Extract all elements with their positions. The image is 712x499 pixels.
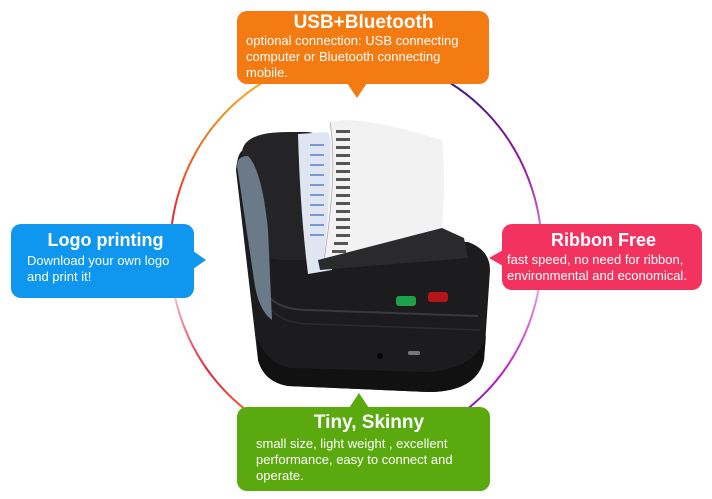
callout-pointer [349, 393, 369, 408]
callout-title: Ribbon Free [550, 230, 656, 250]
callout-body: small size, light weight , excellent per… [256, 436, 453, 483]
callout-title: Tiny, Skinny [313, 412, 425, 433]
callout-title: Logo printing [47, 230, 164, 250]
callout-body: fast speed, no need for ribbon, environm… [507, 252, 687, 283]
printer-icon [236, 120, 490, 392]
callout-body: optional connection: USB connecting comp… [246, 33, 459, 80]
callout-body: Download your own logo and print it! [27, 253, 170, 284]
led-red [428, 292, 448, 302]
led-green [396, 296, 416, 306]
callout-tiny-skinny: Tiny, Skinny small size, light weight , … [237, 393, 490, 491]
callout-pointer [193, 251, 206, 269]
callout-ribbon-free: Ribbon Free fast speed, no need for ribb… [489, 224, 702, 290]
callout-usb-bluetooth: USB+Bluetooth optional connection: USB c… [237, 11, 489, 98]
callout-pointer [347, 83, 367, 98]
callout-title: USB+Bluetooth [293, 12, 434, 33]
callout-pointer [489, 250, 503, 266]
callout-logo-printing: Logo printing Download your own logo and… [11, 224, 206, 298]
